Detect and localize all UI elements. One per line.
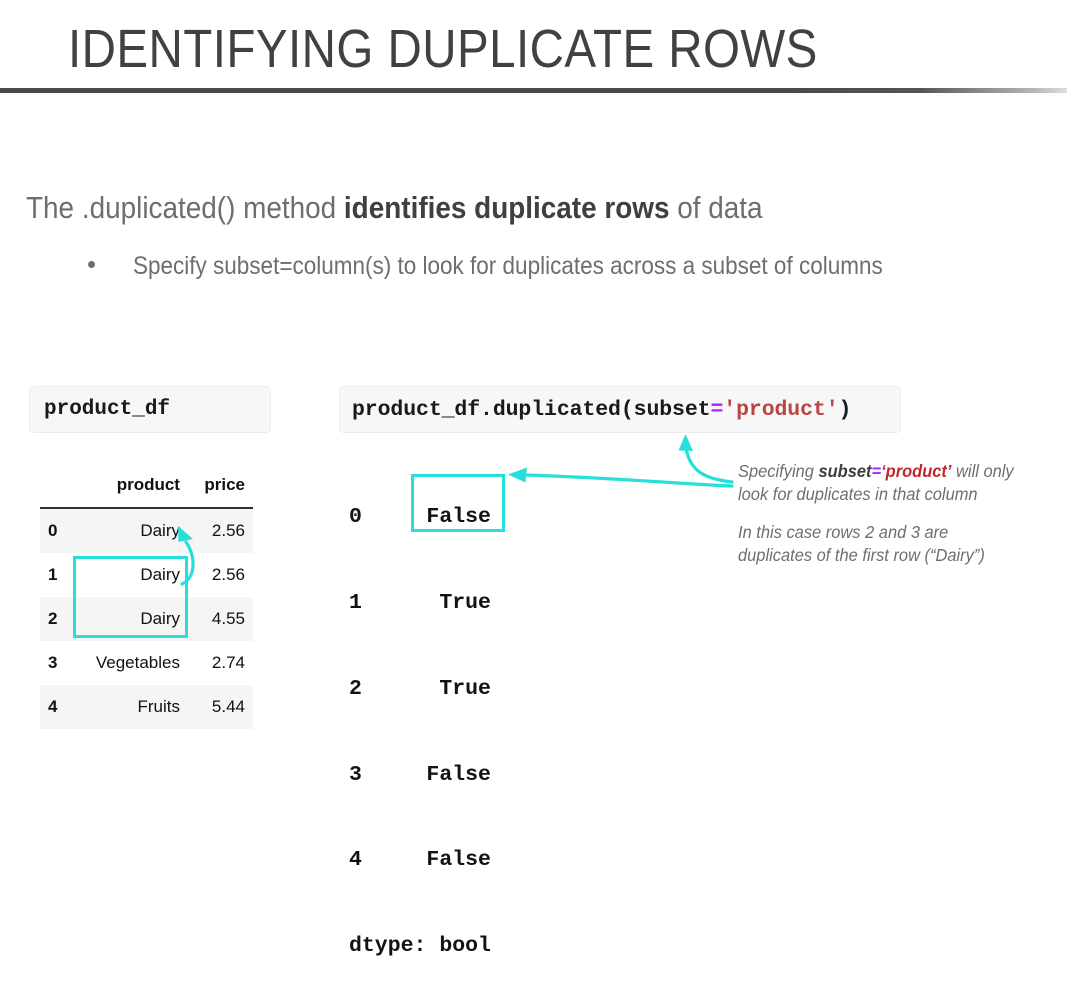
annotation-operator-equals: = (871, 461, 882, 481)
annotation-line: In this case rows 2 and 3 are (738, 522, 949, 542)
series-line: 1 True (349, 590, 491, 615)
row-product: Fruits (67, 685, 190, 729)
annotation-part1: Specifying (738, 461, 819, 481)
lead-suffix: of data (669, 190, 763, 225)
row-index: 2 (40, 597, 68, 641)
series-line: 4 False (349, 848, 491, 873)
annotation-part2-head: will only (951, 461, 1014, 481)
table-row: 2 Dairy 4.55 (40, 597, 253, 641)
row-product: Dairy (140, 565, 180, 584)
code-chip-product-df-label: product_df (44, 398, 171, 421)
table-header-price: price (189, 468, 253, 509)
row-product: Vegetables (95, 653, 180, 672)
table-header-index (40, 468, 68, 509)
row-price: 2.74 (211, 653, 245, 672)
bullet-text: Specify subset=column(s) to look for dup… (133, 252, 883, 280)
table-row: 3 Vegetables 2.74 (40, 641, 253, 685)
series-line: 0 False (349, 505, 491, 530)
row-index: 3 (48, 653, 58, 672)
table-header-product: product (67, 468, 190, 509)
table-header-row: product price (40, 468, 253, 509)
annotation-line: look for duplicates in that column (738, 484, 978, 504)
lead-prefix: The .duplicated() method (26, 190, 344, 225)
row-price: 2.56 (211, 565, 245, 584)
true-values-highlight-box (411, 474, 505, 532)
code-chip-duplicated-call: product_df.duplicated(subset='product') (339, 386, 901, 433)
code-chip-product-df: product_df (29, 386, 271, 433)
table-header: product price (40, 468, 253, 509)
table-row: 4 Fruits 5.44 (40, 685, 253, 729)
annotation-line: Specifying subset=‘product’ will only (738, 460, 1014, 483)
product-dataframe-table: product price 0 Dairy 2.56 1 Dairy 2.56 … (40, 468, 253, 729)
annotation-duplicate-rows-note: In this case rows 2 and 3 are duplicates… (738, 521, 985, 567)
arrow-to-true-box (508, 467, 734, 488)
series-dtype-line: dtype: bool (349, 934, 491, 959)
table-row: 1 Dairy 2.56 (40, 553, 253, 597)
arrow-to-code-chip (678, 434, 734, 484)
series-line: 2 True (349, 676, 491, 701)
series-line: 3 False (349, 762, 491, 787)
code-operator-equals: = (710, 397, 724, 422)
row-price: 4.55 (189, 597, 253, 641)
row-price: 5.44 (189, 685, 253, 729)
duplicate-rows-highlight-box (73, 556, 188, 638)
code-call-suffix: ) (838, 397, 852, 422)
row-product: Dairy (67, 597, 190, 641)
code-call-prefix: product_df.duplicated(subset (352, 397, 711, 422)
row-price: 2.56 (189, 508, 253, 553)
row-index: 1 (48, 565, 58, 584)
annotation-subset-note: Specifying subset=‘product’ will only lo… (738, 460, 1014, 506)
table-body: 0 Dairy 2.56 1 Dairy 2.56 2 Dairy 4.55 3… (40, 508, 253, 729)
row-product: Dairy (67, 508, 190, 553)
lead-statement: The .duplicated() method identifies dupl… (26, 190, 763, 226)
table-row: 0 Dairy 2.56 (40, 508, 253, 553)
row-index: 0 (40, 508, 68, 553)
page-title: IDENTIFYING DUPLICATE ROWS (68, 19, 818, 79)
title-divider (0, 88, 1067, 93)
annotation-subset-keyword: subset (818, 461, 872, 481)
annotation-line: duplicates of the first row (“Dairy”) (738, 545, 985, 565)
lead-emphasis: identifies duplicate rows (343, 190, 670, 225)
bullet-point-icon (88, 261, 95, 268)
code-string-product: 'product' (723, 397, 839, 422)
row-index: 4 (40, 685, 68, 729)
annotation-string-product: ‘product’ (881, 461, 952, 481)
